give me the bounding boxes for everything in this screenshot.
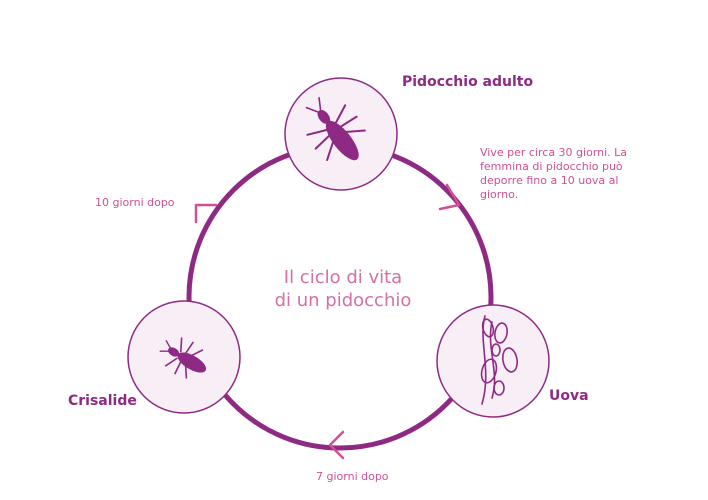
- nymph-stage-label: Crisalide: [68, 393, 137, 409]
- cycle-title-line-1: Il ciclo di vita: [283, 267, 403, 288]
- adult-stage-label: Pidocchio adulto: [402, 74, 534, 90]
- arrow-nymph-to-adult: [194, 203, 218, 224]
- duration-after-nymph: 10 giorni dopo: [95, 196, 175, 209]
- adult-louse-icon: [305, 96, 366, 162]
- duration-after-eggs: 7 giorni dopo: [316, 470, 389, 483]
- adult-description: Vive per circa 30 giorni. La femmina di …: [480, 146, 628, 201]
- cycle-title-line-2: di un pidocchio: [274, 290, 412, 311]
- arrow-eggs-to-nymph: [328, 430, 345, 460]
- louse-eggs-icon: [480, 315, 519, 405]
- cycle-title: Il ciclo di vita di un pidocchio: [243, 266, 443, 312]
- arrow-adult-to-eggs: [438, 183, 461, 211]
- eggs-stage-label: Uova: [549, 388, 589, 404]
- nymph-louse-icon: [159, 337, 207, 379]
